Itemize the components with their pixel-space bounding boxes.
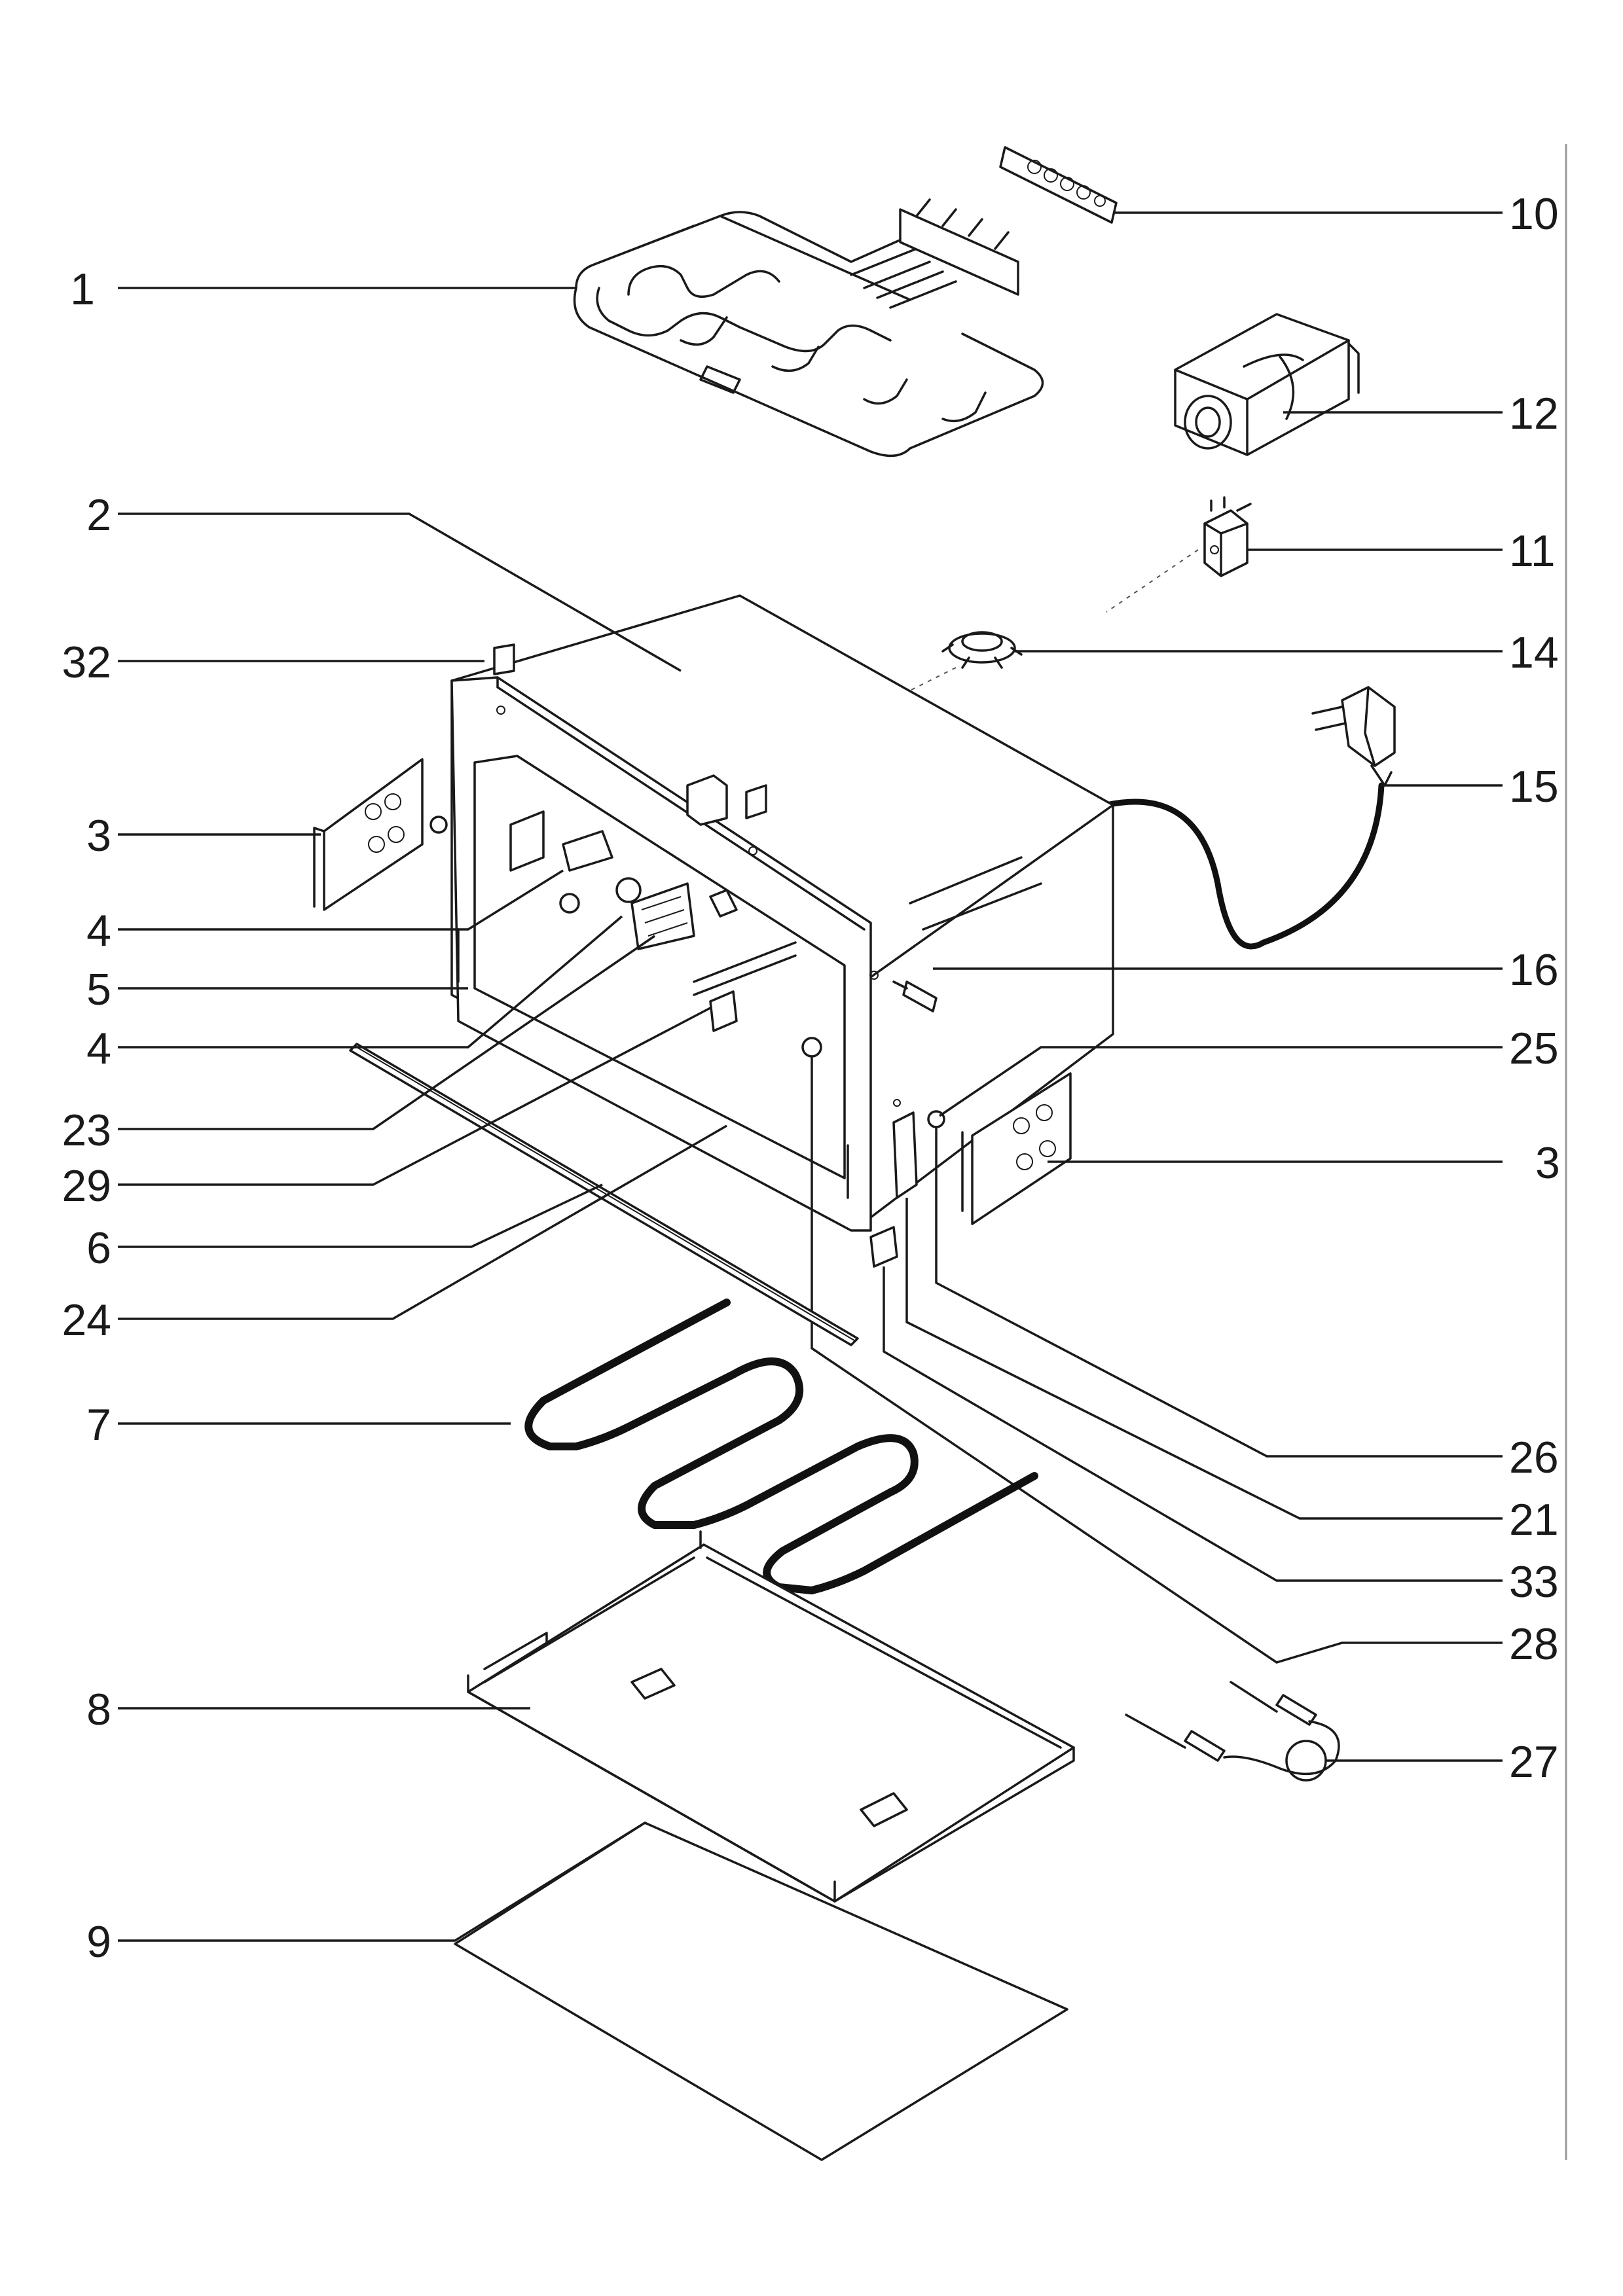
part-14-thermostat — [941, 631, 1023, 669]
part-11-switch — [1203, 496, 1252, 577]
callout-28: 28 — [1509, 1619, 1559, 1669]
part-26-21-hinge — [869, 1099, 945, 1268]
callout-15: 15 — [1509, 762, 1559, 812]
part-12-motor — [1174, 313, 1360, 456]
leader-26 — [935, 1126, 1503, 1458]
callout-27: 27 — [1509, 1737, 1559, 1787]
leader-4-upper — [118, 869, 564, 931]
leader-28 — [1276, 1641, 1503, 1664]
callout-14: 14 — [1509, 628, 1559, 677]
part-16-connector — [892, 980, 938, 1013]
leader-lines — [118, 211, 1503, 1942]
leader-6 — [118, 1183, 603, 1248]
part-7-bottom-element — [524, 1299, 1038, 1594]
callout-26: 26 — [1509, 1433, 1559, 1482]
callout-25: 25 — [1509, 1024, 1559, 1073]
callout-24: 24 — [62, 1295, 111, 1345]
callout-32: 32 — [62, 637, 111, 687]
part-9-sheet — [454, 1821, 1068, 2161]
callout-4-lower: 4 — [86, 1024, 111, 1073]
leader-25 — [939, 1046, 1503, 1117]
callout-4-upper: 4 — [86, 906, 111, 956]
callout-11: 11 — [1509, 526, 1556, 576]
part-1-grill-element — [573, 198, 1044, 457]
callout-1: 1 — [70, 264, 95, 314]
callout-29: 29 — [62, 1161, 111, 1211]
part-3-side-panel-left — [313, 758, 448, 911]
callout-2: 2 — [86, 490, 111, 540]
leader-9 — [118, 1821, 646, 1942]
callout-12: 12 — [1509, 389, 1559, 439]
callout-21: 21 — [1509, 1495, 1559, 1545]
callout-6: 6 — [86, 1223, 111, 1273]
callout-8: 8 — [86, 1685, 111, 1734]
callout-3-right: 3 — [1535, 1138, 1560, 1188]
leader-24 — [118, 1124, 727, 1320]
part-15-power-cord — [1103, 686, 1396, 950]
callout-3-left: 3 — [86, 811, 111, 861]
part-11-mount-line — [1106, 549, 1199, 613]
leader-4-lower — [118, 915, 623, 1049]
callout-9: 9 — [86, 1917, 111, 1967]
callout-7: 7 — [86, 1400, 111, 1450]
part-8-tray — [467, 1530, 1075, 1903]
part-10-terminal-strip — [999, 146, 1118, 224]
part-27-probe — [1125, 1681, 1340, 1782]
callout-labels: 1 2 32 3 4 5 4 23 29 6 24 7 8 9 10 12 11… — [62, 189, 1559, 1967]
leader-29 — [118, 1007, 711, 1186]
leader-33 — [883, 1266, 1503, 1582]
callout-33: 33 — [1509, 1557, 1559, 1607]
part-14-mount-line — [903, 667, 957, 694]
leader-2 — [118, 512, 682, 672]
callout-23: 23 — [62, 1105, 111, 1155]
leader-21 — [905, 1198, 1503, 1520]
part-3-side-panel-right — [961, 1072, 1072, 1225]
callout-16: 16 — [1509, 945, 1559, 995]
interior-components — [493, 643, 1278, 1664]
leader-23 — [118, 935, 655, 1130]
callout-10: 10 — [1509, 189, 1559, 239]
callout-5: 5 — [86, 965, 111, 1014]
